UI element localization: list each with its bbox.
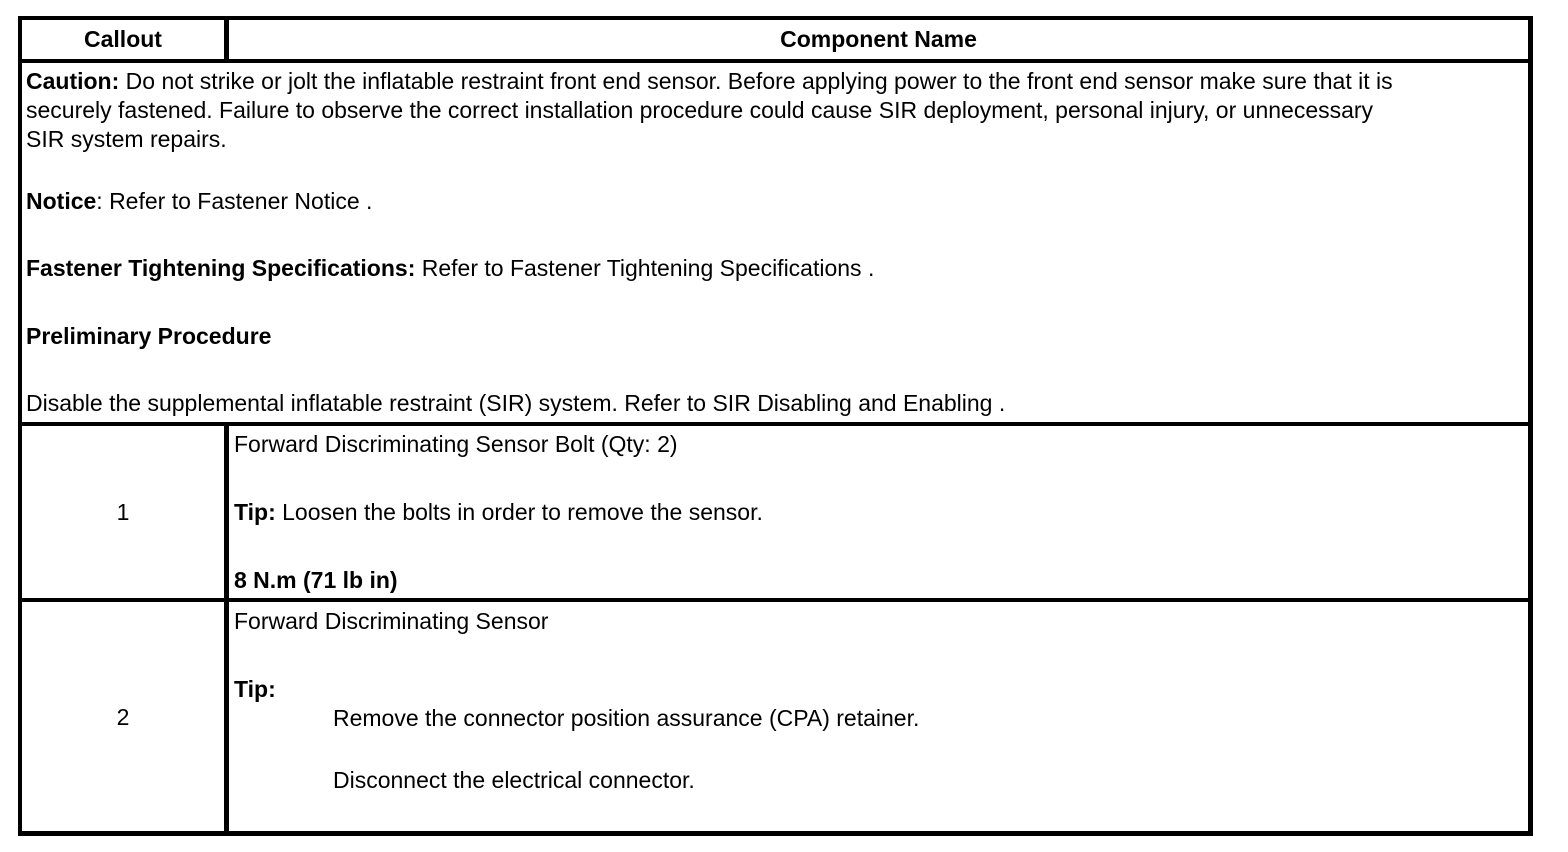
notice-label: Notice <box>26 188 97 214</box>
caution-text-1: Do not strike or jolt the inflatable res… <box>119 68 1393 94</box>
column-divider-header <box>224 16 229 63</box>
row-2-tip-label: Tip: <box>234 676 276 702</box>
row-1-tip-label: Tip: <box>234 499 276 525</box>
row-1-torque: 8 N.m (71 lb in) <box>234 567 398 593</box>
row-1-tip-text: Loosen the bolts in order to remove the … <box>275 499 763 525</box>
component-table: Callout Component Name Caution: Do not s… <box>18 16 1533 836</box>
table-border-row1 <box>18 598 1533 602</box>
header-component-name: Component Name <box>780 26 977 52</box>
preliminary-heading: Preliminary Procedure <box>26 323 272 349</box>
table-border-bottom <box>18 831 1533 836</box>
caution-line-2: securely fastened. Failure to observe th… <box>26 97 1374 123</box>
row-1-name: Forward Discriminating Sensor Bolt (Qty:… <box>234 431 678 457</box>
caution-line-3: SIR system repairs. <box>26 126 227 152</box>
table-border-right <box>1528 16 1533 836</box>
table-border-header <box>18 59 1533 63</box>
header-callout: Callout <box>84 26 162 52</box>
table-border-top <box>18 16 1533 20</box>
row-2-step-2: Disconnect the electrical connector. <box>333 767 695 793</box>
caution-line-1: Caution: Do not strike or jolt the infla… <box>26 67 1393 96</box>
notice-text: : Refer to Fastener Notice . <box>96 188 373 214</box>
caution-label: Caution: <box>26 68 120 94</box>
row-2-callout: 2 <box>116 704 130 730</box>
fastener-line: Fastener Tightening Specifications: Refe… <box>26 254 874 283</box>
table-border-left <box>18 16 22 836</box>
column-divider-rows <box>224 422 229 836</box>
fastener-label: Fastener Tightening Specifications: <box>26 255 416 281</box>
preliminary-text: Disable the supplemental inflatable rest… <box>26 390 1006 416</box>
fastener-text: Refer to Fastener Tightening Specificati… <box>415 255 875 281</box>
table-border-notes <box>18 422 1533 426</box>
notice-line: Notice: Refer to Fastener Notice . <box>26 187 372 216</box>
row-2-name: Forward Discriminating Sensor <box>234 608 549 634</box>
row-2-step-1: Remove the connector position assurance … <box>333 705 920 731</box>
row-1-tip: Tip: Loosen the bolts in order to remove… <box>234 498 763 527</box>
row-1-callout: 1 <box>116 499 130 525</box>
